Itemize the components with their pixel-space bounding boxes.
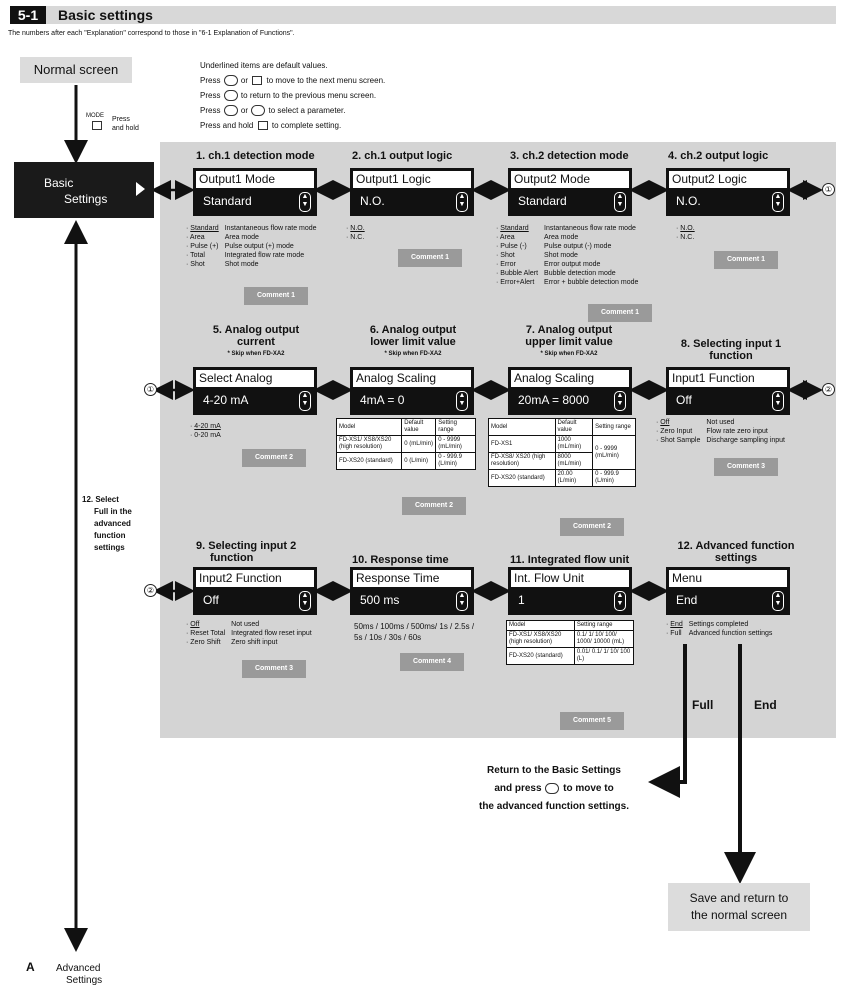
updown-icon: ▲▼ xyxy=(456,391,468,411)
step-title: 1. ch.1 detection mode xyxy=(196,150,315,162)
updown-icon: ▲▼ xyxy=(614,192,626,212)
step-title: 11. Integrated flow unit xyxy=(510,554,630,566)
instructions: Underlined items are default values. Pre… xyxy=(200,61,386,131)
comment-badge: Comment 1 xyxy=(588,304,652,322)
comment-badge: Comment 3 xyxy=(714,458,778,476)
comment-badge: Comment 1 xyxy=(398,249,462,267)
right-button-icon xyxy=(223,75,238,87)
advanced-letter: A xyxy=(26,960,35,974)
options-list: · 4-20 mA· 0-20 mA xyxy=(190,423,221,439)
return-instruction: Return to the Basic Settings and press t… xyxy=(478,765,630,812)
updown-icon: ▲▼ xyxy=(456,192,468,212)
updown-icon: ▲▼ xyxy=(614,391,626,411)
connector-2-icon: ② xyxy=(144,584,157,597)
connector-2-icon: ② xyxy=(822,383,835,396)
end-label: End xyxy=(754,698,777,712)
mode-button-icon xyxy=(252,76,263,86)
comment-badge: Comment 5 xyxy=(560,712,624,730)
mode-button-icon xyxy=(257,121,268,131)
normal-screen-box: Normal screen xyxy=(20,57,132,83)
section-header-bar xyxy=(10,6,836,24)
options-list: · N.O.· N.C. xyxy=(676,225,695,241)
updown-icon: ▲▼ xyxy=(772,591,784,611)
right-triangle-icon xyxy=(136,182,145,196)
comment-badge: Comment 2 xyxy=(242,449,306,467)
comment-badge: Comment 1 xyxy=(714,251,778,269)
explanation-note: The numbers after each "Explanation" cor… xyxy=(8,30,295,37)
updown-icon: ▲▼ xyxy=(299,591,311,611)
options-list: · N.O.· N.C. xyxy=(346,225,365,241)
up-button-icon xyxy=(223,105,238,117)
step-title: 4. ch.2 output logic xyxy=(668,150,769,162)
updown-icon: ▲▼ xyxy=(456,591,468,611)
updown-icon: ▲▼ xyxy=(772,391,784,411)
comment-badge: Comment 3 xyxy=(242,660,306,678)
comment-badge: Comment 4 xyxy=(400,653,464,671)
updown-icon: ▲▼ xyxy=(299,192,311,212)
section-title: Basic settings xyxy=(58,7,153,23)
right-button-icon xyxy=(545,782,560,794)
section-number: 5-1 xyxy=(10,6,46,24)
full-label: Full xyxy=(692,698,714,712)
updown-icon: ▲▼ xyxy=(614,591,626,611)
updown-icon: ▲▼ xyxy=(772,192,784,212)
press-hold-note: MODE xyxy=(86,112,104,130)
step-title: 2. ch.1 output logic xyxy=(352,150,453,162)
step-title: 10. Response time xyxy=(352,554,449,566)
connector-1-icon: ① xyxy=(144,383,157,396)
comment-badge: Comment 1 xyxy=(244,287,308,305)
updown-icon: ▲▼ xyxy=(299,391,311,411)
step-title: 3. ch.2 detection mode xyxy=(510,150,629,162)
response-options: 50ms / 100ms / 500ms/ 1s / 2.5s / 5s / 1… xyxy=(354,622,475,642)
comment-badge: Comment 2 xyxy=(560,518,624,536)
side-label: 12. Select Full in the advanced function… xyxy=(82,495,132,552)
connector-1-icon: ① xyxy=(822,183,835,196)
left-button-icon xyxy=(223,90,238,102)
down-button-icon xyxy=(251,105,266,117)
comment-badge: Comment 2 xyxy=(402,497,466,515)
mode-button-icon xyxy=(92,121,102,130)
basic-settings-box: Basic Settings xyxy=(14,162,154,218)
